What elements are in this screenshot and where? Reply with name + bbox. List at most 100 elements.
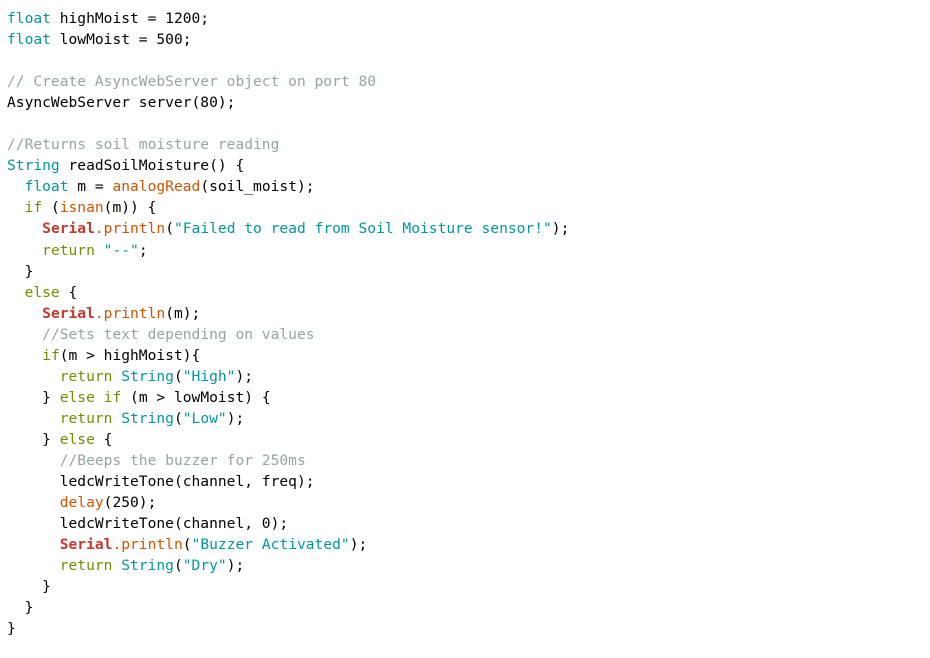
code-indent (7, 263, 25, 280)
code-token: ( (182, 536, 192, 554)
code-indent (7, 410, 60, 427)
code-line: return "--"; (7, 240, 930, 261)
code-token (112, 410, 121, 427)
code-token: (m)) { (103, 199, 157, 217)
code-line: float highMoist = 1200; (7, 8, 930, 29)
code-token: else (24, 283, 60, 301)
code-token: ); (235, 367, 254, 385)
code-token: ( (173, 409, 183, 427)
code-token: //Sets text depending on values (42, 325, 315, 343)
code-token: isnan (59, 199, 104, 217)
code-line: //Returns soil moisture reading (7, 134, 930, 155)
code-token: else (59, 430, 95, 448)
code-indent (7, 368, 60, 385)
code-line (7, 50, 930, 71)
code-indent (7, 431, 42, 448)
code-token: (m > highMoist){ (59, 346, 201, 364)
code-line: return String("Low"); (7, 408, 930, 429)
code-indent (7, 326, 42, 343)
code-token (112, 368, 121, 385)
code-line: } else if (m > lowMoist) { (7, 387, 930, 408)
code-token: String (7, 157, 60, 175)
code-token: float (24, 178, 69, 196)
code-token: . (94, 220, 104, 238)
code-indent (7, 473, 60, 490)
code-line: AsyncWebServer server(80); (7, 92, 930, 113)
code-token (112, 557, 121, 574)
code-line: if(m > highMoist){ (7, 345, 930, 366)
code-token: (m); (165, 304, 201, 322)
code-line (7, 113, 930, 134)
code-token: ; (138, 241, 148, 259)
code-line: Serial.println(m); (7, 303, 930, 324)
code-indent (7, 599, 25, 616)
code-token: ); (226, 557, 245, 575)
code-token: ( (165, 220, 174, 238)
code-token: ); (349, 536, 368, 554)
code-token: ledcWriteTone(channel, 0); (59, 515, 289, 533)
code-token: ); (551, 220, 570, 238)
code-token: println (103, 220, 166, 238)
code-token: String (121, 409, 174, 427)
code-indent (7, 178, 25, 195)
code-token: "--" (103, 241, 139, 259)
code-token: delay (59, 494, 104, 512)
code-token: . (94, 304, 104, 322)
code-line: } (7, 597, 930, 618)
code-token: return (59, 367, 113, 385)
code-line: Serial.println("Failed to read from Soil… (7, 218, 930, 239)
code-token: "Buzzer Activated" (191, 536, 350, 554)
code-line: //Sets text depending on values (7, 324, 930, 345)
code-token: AsyncWebServer server(80); (7, 94, 236, 112)
code-token: return (59, 409, 113, 427)
code-token: lowMoist = 500; (50, 31, 192, 49)
code-token: Serial (42, 304, 95, 322)
code-line: //Beeps the buzzer for 250ms (7, 450, 930, 471)
code-indent (7, 452, 60, 469)
code-line: } else { (7, 429, 930, 450)
code-line: String readSoilMoisture() { (7, 155, 930, 176)
code-listing[interactable]: float highMoist = 1200;float lowMoist = … (0, 0, 930, 639)
code-indent (7, 536, 60, 553)
code-token: ); (226, 409, 245, 427)
code-token: ( (173, 367, 183, 385)
code-token: { (94, 430, 113, 448)
code-token: (250); (103, 494, 157, 512)
code-token: //Beeps the buzzer for 250ms (59, 451, 306, 469)
code-token: "Failed to read from Soil Moisture senso… (173, 220, 552, 238)
code-line: ledcWriteTone(channel, 0); (7, 513, 930, 534)
code-indent (7, 347, 42, 364)
code-indent (7, 557, 60, 574)
code-token: if (24, 199, 43, 217)
code-indent (7, 389, 42, 406)
code-indent (7, 284, 25, 301)
code-token: String (121, 557, 174, 575)
code-token: ( (173, 557, 183, 575)
code-token: if (103, 388, 122, 406)
code-token (95, 242, 104, 259)
code-line: else { (7, 282, 930, 303)
code-token: return (42, 241, 95, 259)
code-token: else (59, 388, 95, 406)
code-indent (7, 578, 42, 595)
code-token: //Returns soil moisture reading (7, 136, 280, 154)
code-indent (7, 242, 42, 259)
code-token: } (24, 599, 34, 617)
code-token: return (59, 557, 113, 575)
code-token: "High" (182, 367, 236, 385)
code-token: float (7, 10, 51, 27)
code-line: return String("High"); (7, 366, 930, 387)
code-line: } (7, 576, 930, 597)
code-token: { (59, 283, 78, 301)
code-token: String (121, 367, 174, 385)
code-line: } (7, 618, 930, 639)
code-token: } (42, 578, 51, 596)
code-token: println (103, 304, 166, 322)
code-token: Serial (42, 220, 95, 238)
code-token: readSoilMoisture() { (59, 157, 245, 175)
code-line: float lowMoist = 500; (7, 29, 930, 50)
code-token: "Low" (182, 409, 227, 427)
code-line: float m = analogRead(soil_moist); (7, 176, 930, 197)
code-token: . (112, 536, 122, 554)
code-line: return String("Dry"); (7, 555, 930, 576)
